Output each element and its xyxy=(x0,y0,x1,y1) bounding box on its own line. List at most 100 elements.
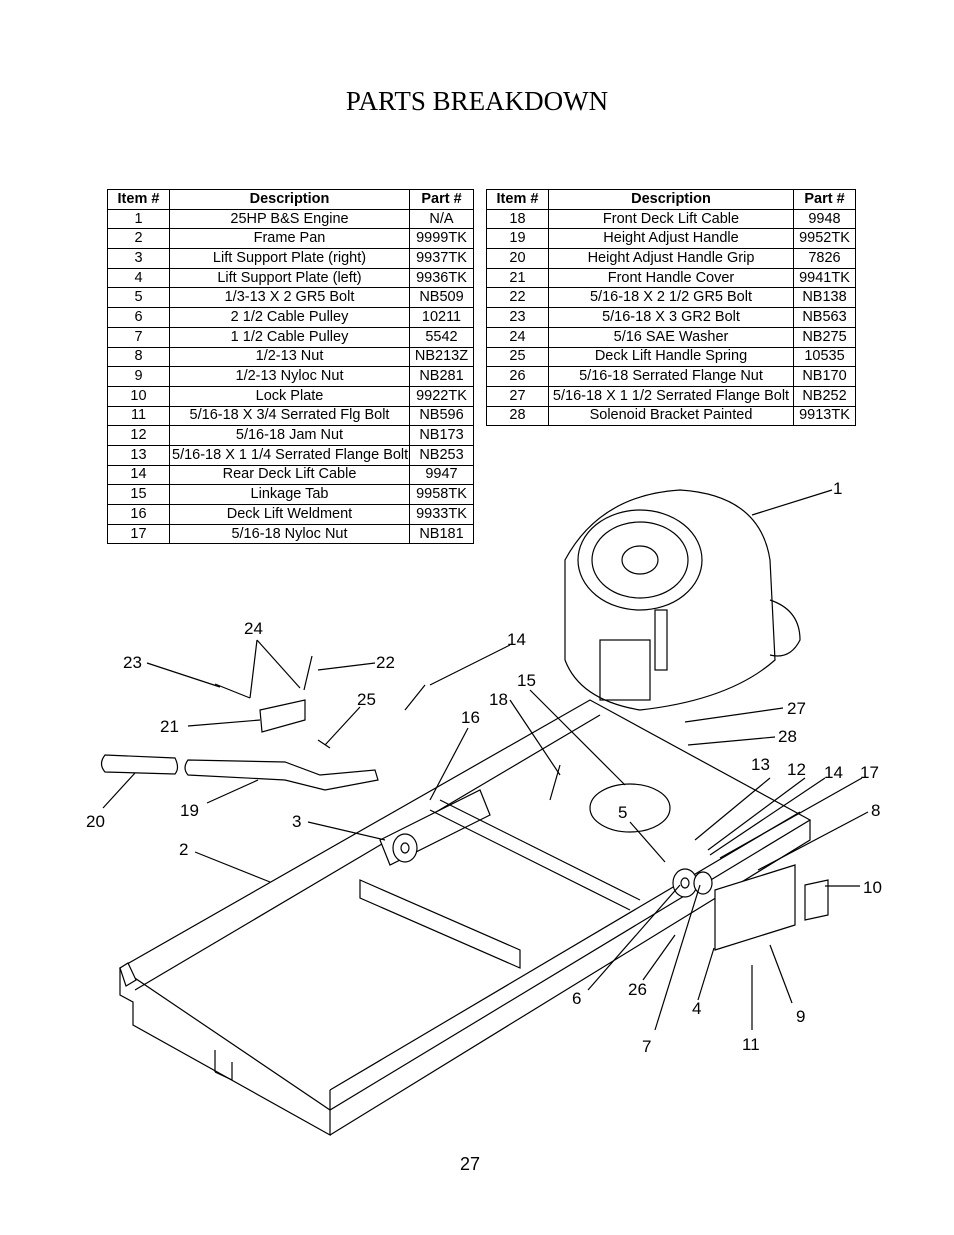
cell-item: 18 xyxy=(486,208,549,230)
callout-24: 24 xyxy=(244,619,263,638)
cell-description: 1/3-13 X 2 GR5 Bolt xyxy=(169,287,410,309)
callout-7: 7 xyxy=(642,1037,651,1056)
cell-part: NB281 xyxy=(409,366,474,387)
cell-item: 20 xyxy=(486,248,549,269)
callout-22: 22 xyxy=(376,653,395,672)
callout-19: 19 xyxy=(180,801,199,820)
callout-20: 20 xyxy=(86,812,105,831)
callout-28: 28 xyxy=(778,727,797,746)
callout-11: 11 xyxy=(742,1035,760,1054)
callout-numbers: 1 2 3 4 5 6 7 8 9 10 11 12 13 14 14 15 1… xyxy=(86,479,882,1056)
cell-part: NB138 xyxy=(793,287,856,309)
callout-2: 2 xyxy=(179,840,188,859)
cell-description: 1/2-13 Nut xyxy=(169,346,410,368)
cell-part: NB181 xyxy=(409,523,474,545)
cell-description: 5/16-18 X 1 1/2 Serrated Flange Bolt xyxy=(548,385,794,407)
callout-23: 23 xyxy=(123,653,142,672)
page-number: 27 xyxy=(459,1154,481,1174)
cell-part: 9999TK xyxy=(409,228,474,250)
callout-5: 5 xyxy=(618,803,627,822)
leader-lines xyxy=(102,489,869,1031)
callout-27: 27 xyxy=(787,699,806,718)
callout-6: 6 xyxy=(572,989,581,1008)
cell-part: N/A xyxy=(409,208,474,230)
handle-parts-drawing xyxy=(100,655,561,801)
callout-3: 3 xyxy=(292,812,301,831)
callout-17: 17 xyxy=(860,763,879,782)
callout-16: 16 xyxy=(461,708,480,727)
header-item: Item # xyxy=(107,189,170,210)
cell-description: 5/16-18 X 3/4 Serrated Flg Bolt xyxy=(169,405,410,427)
callout-13: 13 xyxy=(751,755,770,774)
cell-item: 19 xyxy=(486,228,549,250)
callout-8: 8 xyxy=(871,801,880,820)
callout-26: 26 xyxy=(628,980,647,999)
cell-part: NB596 xyxy=(409,405,474,427)
cell-description: 5/16-18 Nyloc Nut xyxy=(169,523,410,545)
page-title: PARTS BREAKDOWN xyxy=(345,86,609,116)
cell-description: 2 1/2 Cable Pulley xyxy=(169,307,410,328)
cell-part: NB213Z xyxy=(409,346,474,368)
cell-part: 9922TK xyxy=(409,385,474,407)
cell-part: 9937TK xyxy=(409,248,474,269)
callout-1: 1 xyxy=(833,479,842,498)
cell-part: 9913TK xyxy=(793,405,856,427)
callout-14: 14 xyxy=(507,630,526,649)
cell-item: 28 xyxy=(486,405,549,427)
cell-part: NB509 xyxy=(409,287,474,309)
engine-drawing xyxy=(564,489,801,711)
callout-14b: 14 xyxy=(824,763,843,782)
callout-18: 18 xyxy=(489,690,508,709)
cell-part: 5542 xyxy=(409,326,474,348)
cell-item: 17 xyxy=(107,523,170,545)
callout-15: 15 xyxy=(517,671,536,690)
callout-10: 10 xyxy=(863,878,882,897)
callout-9: 9 xyxy=(796,1007,805,1026)
cell-description: Front Deck Lift Cable xyxy=(548,208,794,230)
callout-25: 25 xyxy=(357,690,376,709)
table-header-row: Item # Description Part # xyxy=(107,189,474,210)
cell-description: 5/16-18 X 1 1/4 Serrated Flange Bolt xyxy=(169,444,410,466)
header-item: Item # xyxy=(486,189,549,210)
pulleys-drawing xyxy=(392,799,713,911)
callout-4: 4 xyxy=(692,999,701,1018)
cell-description: 1 1/2 Cable Pulley xyxy=(169,326,410,348)
cell-description: Solenoid Bracket Painted xyxy=(548,405,794,427)
frame-pan-drawing xyxy=(118,699,829,1137)
cell-description: Height Adjust Handle xyxy=(548,228,794,250)
cell-description: Frame Pan xyxy=(169,228,410,250)
callout-21: 21 xyxy=(160,717,179,736)
cell-part: 9952TK xyxy=(793,228,856,250)
header-description: Description xyxy=(548,189,794,210)
cell-part: 9933TK xyxy=(409,504,474,525)
callout-12: 12 xyxy=(787,760,806,779)
cell-part: 7826 xyxy=(793,248,856,269)
cell-item: 23 xyxy=(486,307,549,328)
